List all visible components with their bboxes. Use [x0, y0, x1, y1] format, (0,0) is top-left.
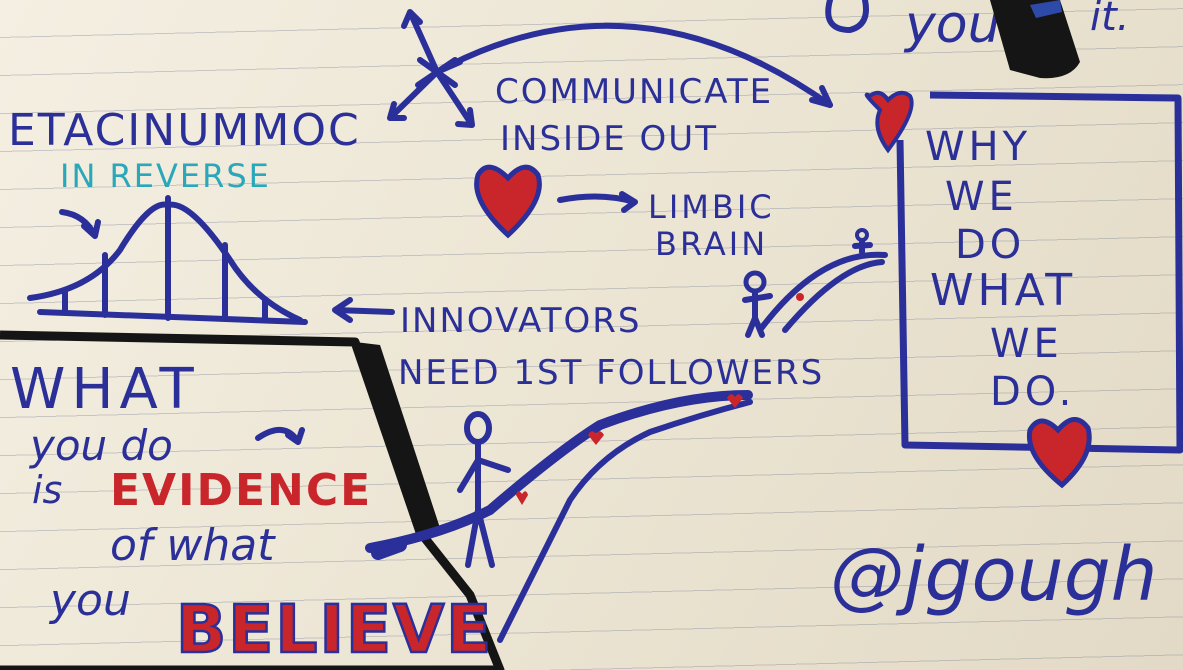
curly-arrow-icon — [255, 427, 305, 445]
arrow-to-limbic-icon — [557, 191, 638, 213]
heart-bottom-right-icon — [1026, 417, 1092, 489]
why-box-frame — [896, 91, 1183, 454]
why-line-3: DO — [955, 222, 1025, 268]
stick-figure — [457, 411, 511, 568]
why-line-1: WHY — [925, 124, 1031, 170]
communicate-reversed-text: ETACINUMMOC — [8, 105, 361, 156]
heart-top-right-icon — [864, 90, 914, 154]
author-signature: @jgough — [830, 532, 1158, 618]
why-line-4: WHAT — [930, 265, 1076, 316]
is-text: is — [32, 468, 62, 512]
bell-curve — [27, 195, 308, 325]
evidence-text: EVIDENCE — [110, 465, 372, 516]
heart-icon — [474, 164, 542, 239]
innovators-text: INNOVATORS — [400, 301, 642, 341]
top-fragment-word-2: it. — [1090, 0, 1130, 40]
why-line-5: WE — [990, 321, 1063, 367]
brain-text: BRAIN — [655, 225, 768, 263]
arc-arrowhead-icon — [809, 85, 833, 108]
believe-text: BELIEVE — [176, 591, 493, 668]
in-reverse-text: IN REVERSE — [60, 157, 271, 195]
starburst-arrows-icon — [387, 9, 475, 128]
top-fragment-loop — [825, 0, 869, 33]
arrow-to-curve-icon — [332, 297, 395, 323]
why-we-do-what-we-do-text: WHY WE DO WHAT WE DO. — [925, 124, 1076, 415]
marker-cap-icon — [990, 0, 1080, 79]
you-text: you — [48, 575, 131, 626]
you-do-text: you do — [28, 421, 173, 470]
arc-arrow — [447, 22, 833, 108]
of-what-text: of what — [110, 520, 276, 571]
what-text: WHAT — [10, 357, 200, 422]
inside-out-text: INSIDE OUT — [500, 119, 718, 159]
small-hill — [742, 228, 888, 338]
why-line-6: DO. — [990, 369, 1075, 415]
limbic-text: LIMBIC — [648, 188, 775, 226]
need-first-followers-text: NEED 1ST FOLLOWERS — [398, 353, 824, 393]
big-hill-path — [365, 390, 753, 643]
what-panel-frame — [0, 330, 505, 670]
why-line-2: WE — [945, 174, 1018, 220]
communicate-text: COMMUNICATE — [495, 72, 773, 112]
top-fragment-word: you — [903, 0, 1001, 55]
what-panel-shadow — [355, 342, 440, 532]
